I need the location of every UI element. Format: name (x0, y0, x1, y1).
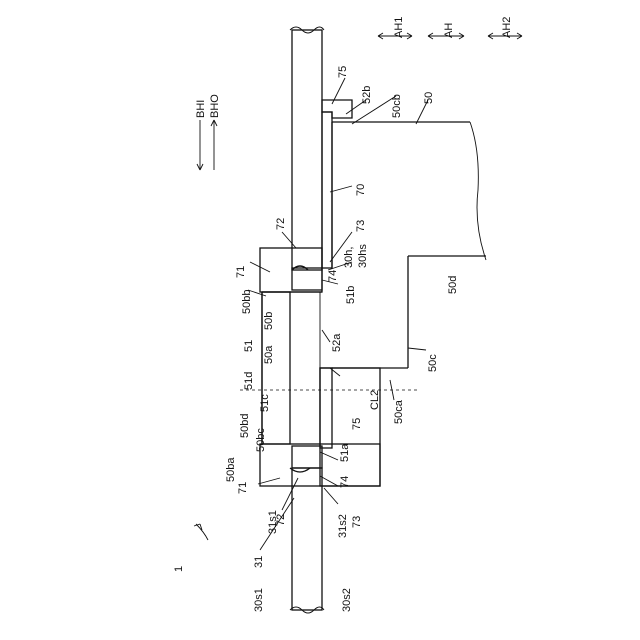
label-50b: 50b (263, 312, 275, 330)
label-52b: 52b (361, 86, 373, 104)
seal-block (240, 248, 420, 486)
label-72-bot: 72 (275, 514, 287, 526)
label-73-bot: 73 (351, 516, 363, 528)
label-bho: BHO (209, 94, 221, 118)
label-50bd: 50bd (239, 414, 251, 438)
label-ah2: AH2 (501, 17, 513, 38)
label-51c: 51c (259, 394, 271, 412)
label-71-bot: 71 (237, 482, 249, 494)
label-30s1: 30s1 (253, 588, 265, 612)
label-50cb: 50cb (391, 94, 403, 118)
label-72-top: 72 (275, 218, 287, 230)
housing-50 (332, 122, 486, 368)
label-51a: 51a (339, 443, 351, 462)
label-50bb: 50bb (241, 290, 253, 314)
label-50ba: 50ba (225, 457, 237, 482)
seal-strips (292, 268, 332, 468)
label-cl2: CL2 (369, 390, 381, 410)
label-50bc: 50bc (255, 428, 267, 452)
label-75-mid: 75 (351, 418, 363, 430)
label-51d: 51d (243, 372, 255, 390)
label-75-top: 75 (337, 66, 349, 78)
label-74-bot: 74 (339, 476, 351, 488)
label-73-top: 73 (355, 220, 367, 232)
label-bhi: BHI (195, 100, 207, 118)
label-52a: 52a (331, 333, 343, 352)
label-50d: 50d (447, 276, 459, 294)
label-ah: AH (443, 23, 455, 38)
label-74-top: 74 (327, 270, 339, 282)
label-1: 1 (173, 566, 185, 572)
lower-plate (290, 468, 324, 613)
label-group: AH1 AH AH2 BHI BHO 75 52b 50cb 50 70 73 … (173, 17, 513, 612)
label-51: 51 (243, 340, 255, 352)
label-71-top: 71 (235, 266, 247, 278)
label-31s2: 31s2 (337, 514, 349, 538)
label-50c: 50c (427, 354, 439, 372)
label-30hs: 30hs (357, 244, 369, 268)
label-31: 31 (253, 556, 265, 568)
label-50a: 50a (263, 345, 275, 364)
upper-plate (290, 27, 324, 270)
label-30s2: 30s2 (341, 588, 353, 612)
label-30h: 30h, (343, 247, 355, 268)
label-51b: 51b (345, 286, 357, 304)
upper-seal-70 (322, 100, 352, 268)
direction-arrows (197, 33, 522, 170)
label-50: 50 (423, 92, 435, 104)
label-70: 70 (355, 184, 367, 196)
label-ah1: AH1 (393, 17, 405, 38)
label-50ca: 50ca (393, 399, 405, 424)
